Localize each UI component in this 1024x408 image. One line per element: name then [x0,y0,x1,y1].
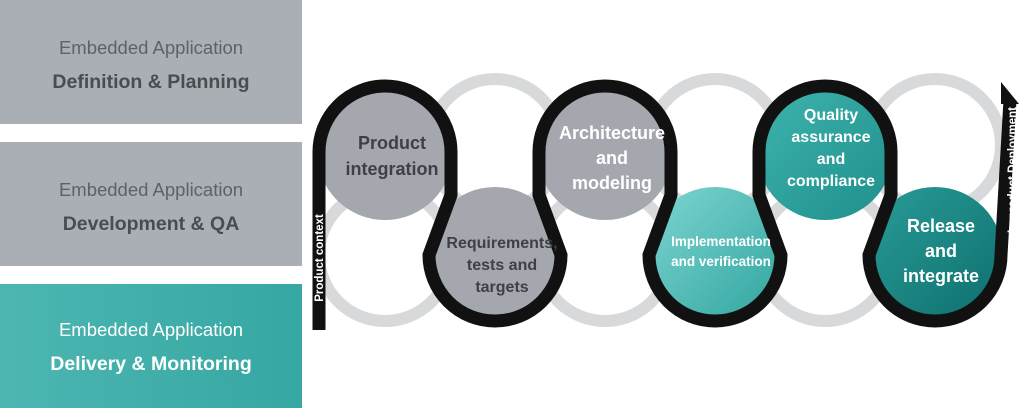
step-label-quality: Quality assurance and compliance [787,107,875,190]
phase-subtitle: Development & QA [62,213,240,235]
serpentine-track [312,79,1017,330]
phase-title-line: Embedded Application [58,179,244,200]
step-label-line: Release [907,216,975,236]
step-label-line: Quality [804,107,858,124]
step-circle-product-integration [317,84,453,220]
step-label-line: compliance [787,173,875,190]
axis-label-in-product-deployment: In-product Deployment [1007,107,1019,233]
phase-panel-delivery-monitoring: Embedded Application Delivery & Monitori… [0,284,302,408]
step-label-line: targets [475,279,528,296]
phase-panel-development-qa: Embedded Application Development & QA [0,142,302,266]
step-circle-quality [757,84,893,220]
step-label-line: tests and [467,257,537,274]
step-circle-requirements [427,187,563,323]
step-label-line: Product [358,133,426,153]
track-arrow-head [1001,82,1019,104]
step-circle-architecture [537,84,673,220]
step-label-line: and [925,241,957,261]
step-label-line: Requirements, [446,235,557,252]
step-label-line: and [817,151,845,168]
step-label-line: integrate [903,266,979,286]
phase-title-line: Embedded Application [58,37,244,58]
axis-label-product-context: Product context [314,214,326,302]
step-label-product-integration: Product integration [346,133,439,179]
step-label-line: and [596,148,628,168]
step-label-line: Implementation [671,234,771,249]
step-label-requirements: Requirements, tests and targets [446,235,557,296]
step-label-line: Architecture [559,123,665,143]
step-label-implementation: Implementation and verification [671,234,771,269]
step-label-line: and verification [671,254,771,269]
phase-panel-definition-planning: Embedded Application Definition & Planni… [0,0,302,124]
step-label-line: modeling [572,173,652,193]
step-label-line: integration [346,159,439,179]
phase-subtitle: Delivery & Monitoring [50,353,252,375]
step-label-architecture: Architecture and modeling [559,123,665,193]
phase-subtitle: Definition & Planning [52,71,250,93]
phase-title-line: Embedded Application [58,319,244,340]
step-circles [317,84,1003,323]
step-circle-implementation [647,187,783,323]
step-circle-release [867,187,1003,323]
step-label-line: assurance [791,129,870,146]
step-label-release: Release and integrate [903,216,979,286]
